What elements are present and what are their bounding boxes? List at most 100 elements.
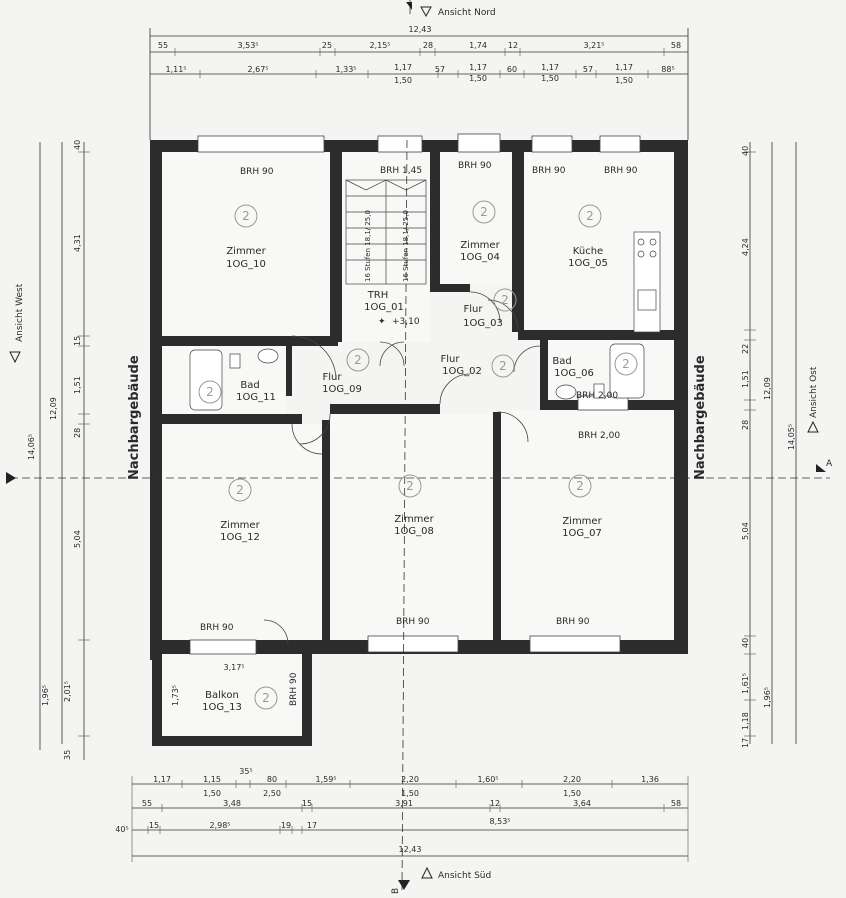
right-outer-dim: 14,05⁵ [787,424,796,450]
balkon-width-dim: 3,17⁵ [223,663,244,672]
bottom-dim2-6: 3,64 [573,799,591,808]
zimmer-07-brh-top: BRH 2,00 [578,431,620,441]
top-dim-6: 1,74 [469,41,487,50]
top-dim2-10: 1,17 [615,63,633,72]
right-mid-dim: 12,09 [763,377,772,400]
zimmer-10-id: 1OG_10 [226,259,266,270]
right-dim-1: 40 [741,146,750,156]
level-marker-06: 2 [622,357,630,371]
bottom-sub-2: 2,50 [263,789,281,798]
left-dim-2: 4,31 [73,234,82,252]
balkon-depth-dim: 1,73⁵ [171,685,180,706]
balkon-name: Balkon [205,690,239,701]
flur-02-id: 1OG_02 [442,366,482,377]
trh-name: TRH [367,290,389,301]
left-dim-8: 35 [63,750,72,760]
zimmer-08-brh: BRH 90 [396,617,430,627]
right-dim-4: 1,51 [741,370,750,388]
stairs-right-label: 16 Stufen 18,1/ 25,0 [402,210,410,282]
bottom-dim-6: 2,20 [401,775,419,784]
bottom-dim-7: 1,60⁵ [477,775,498,784]
zimmer-04-brh: BRH 90 [458,161,492,171]
bottom-sub-3: 1,50 [401,789,419,798]
bottom-dim2-3: 15 [302,799,312,808]
east-view-label: Ansicht Ost [809,366,819,418]
section-lines: A B [6,139,833,894]
bottom-dim2-2: 3,48 [223,799,241,808]
top-dim2-1: 1,11⁵ [165,65,186,74]
staircase [345,179,427,285]
bad-06-name: Bad [552,356,571,367]
top-dim2-9: 57 [583,65,593,74]
level-markers: 2 2 2 2 2 2 2 2 2 2 2 2 [198,200,638,710]
right-dim-9: 1,18 [741,712,750,730]
left-dim-1: 40 [73,140,82,150]
level-marker-03: 2 [501,293,509,307]
bad-11-id: 1OG_11 [236,392,276,403]
bottom-dim3-2: 15 [149,821,159,830]
top-dimensions: 12,43 55 3,53⁵ 25 2,15⁵ 28 1,74 12 3,21⁵… [149,25,689,140]
neighbor-label-left: Nachbargebäude [127,355,142,480]
west-view-marker: Ansicht West [9,283,25,364]
stairs-left-label: 16 Stufen 18,1/ 25,0 [364,210,372,282]
bottom-dim-8: 2,20 [563,775,581,784]
top-dim2-5: 57 [435,65,445,74]
east-view-marker: Ansicht Ost [807,366,819,433]
top-sub-4: 1,50 [615,76,633,85]
south-view-label: Ansicht Süd [438,871,491,881]
left-dim-6: 5,04 [73,530,82,548]
balkon-id: 1OG_13 [202,702,242,713]
zimmer-07-name: Zimmer [562,516,602,527]
level-marker-02: 2 [499,359,507,373]
zimmer-12-brh: BRH 90 [200,623,234,633]
zimmer-10-brh: BRH 90 [240,167,274,177]
windows [189,133,641,655]
section-b-label: B [391,888,401,894]
bottom-dim-5: 1,59⁵ [315,775,336,784]
zimmer-07-brh: BRH 90 [556,617,590,627]
level-marker-08: 2 [406,479,414,493]
south-view-marker: Ansicht Süd [421,866,491,881]
top-dim2-6: 1,17 [469,63,487,72]
right-dim-10: 17 [741,738,750,748]
bottom-total-dim: 12,43 [399,845,422,854]
level-marker-12: 2 [236,483,244,497]
zimmer-12-id: 1OG_12 [220,532,260,543]
bad-06-brh: BRH 2,00 [576,391,618,401]
kueche-name: Küche [573,246,603,257]
top-dim-2: 3,53⁵ [237,41,258,50]
kueche-id: 1OG_05 [568,258,608,269]
right-dim-2: 4,24 [741,238,750,256]
doors [263,291,541,645]
top-total-dim: 12,43 [409,25,432,34]
bad-11-name: Bad [240,380,259,391]
right-dim-3: 22 [741,344,750,354]
top-dim2-7: 60 [507,65,517,74]
flur-09-id: 1OG_09 [322,384,362,395]
bottom-dim-9: 1,36 [641,775,659,784]
zimmer-12-name: Zimmer [220,520,260,531]
top-dim2-2: 2,67⁵ [247,65,268,74]
bottom-dim-1: 1,17 [153,775,171,784]
bottom-dim3-4: 19 [281,821,291,830]
level-marker-11: 2 [206,385,214,399]
zimmer-10-name: Zimmer [226,246,266,257]
bottom-dim2-4: 3,91 [395,799,413,808]
bad-06-id: 1OG_06 [554,368,594,379]
left-outer-dim: 14,06⁵ [27,434,36,460]
left-dim-4: 1,51 [73,376,82,394]
bottom-dim-4: 80 [267,775,277,784]
bottom-sub-4: 1,50 [563,789,581,798]
top-dim2-4: 1,17 [394,63,412,72]
top-sub-2: 1,50 [469,74,487,83]
level-marker-05: 2 [586,209,594,223]
top-dim-8: 3,21⁵ [583,41,604,50]
kitchen-counter [633,231,661,333]
bottom-dim-3: 35⁵ [239,767,252,776]
top-sub-3: 1,50 [541,74,559,83]
top-dim-3: 25 [322,41,332,50]
kueche-brh-1: BRH 90 [532,166,566,176]
left-bottom-dim: 1,96⁵ [41,685,50,706]
level-marker-13: 2 [262,691,270,705]
